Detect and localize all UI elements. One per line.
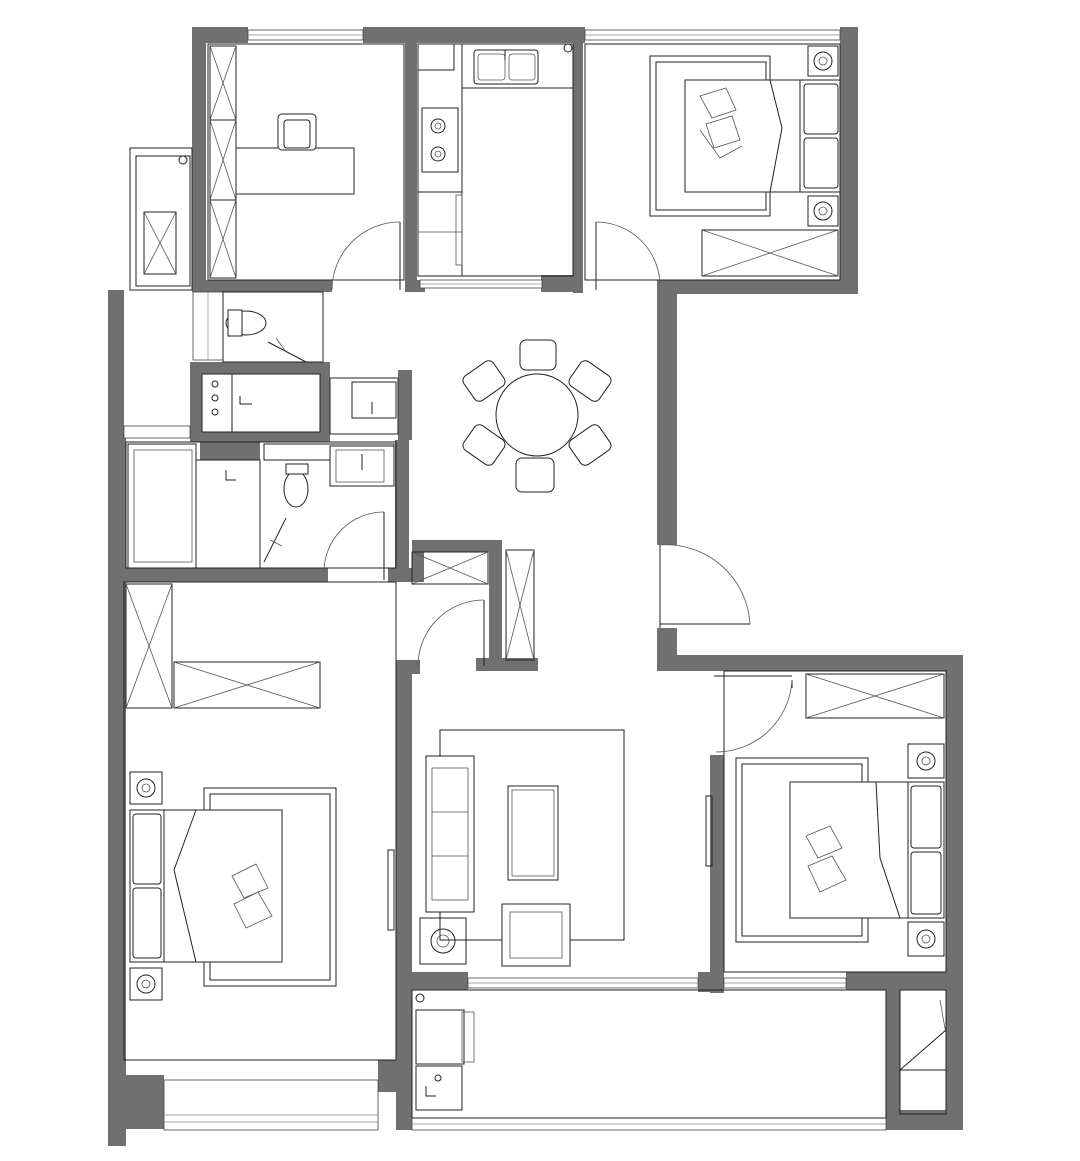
dining-area — [462, 339, 612, 493]
entrance-door — [659, 544, 751, 628]
bedroom-bottom-right — [705, 670, 947, 973]
bedroom-bottom-left — [123, 581, 397, 1061]
bathroom-lower — [125, 441, 397, 580]
study-room — [207, 43, 405, 291]
balcony-top-left — [129, 147, 193, 291]
balcony-bottom — [411, 989, 947, 1119]
kitchen — [417, 43, 574, 277]
living-room — [419, 729, 625, 967]
bedroom-top-right — [584, 43, 841, 290]
windows — [123, 29, 887, 1131]
bathroom-upper — [201, 291, 399, 435]
wardrobes-mid — [411, 549, 535, 667]
walls — [108, 27, 963, 1146]
